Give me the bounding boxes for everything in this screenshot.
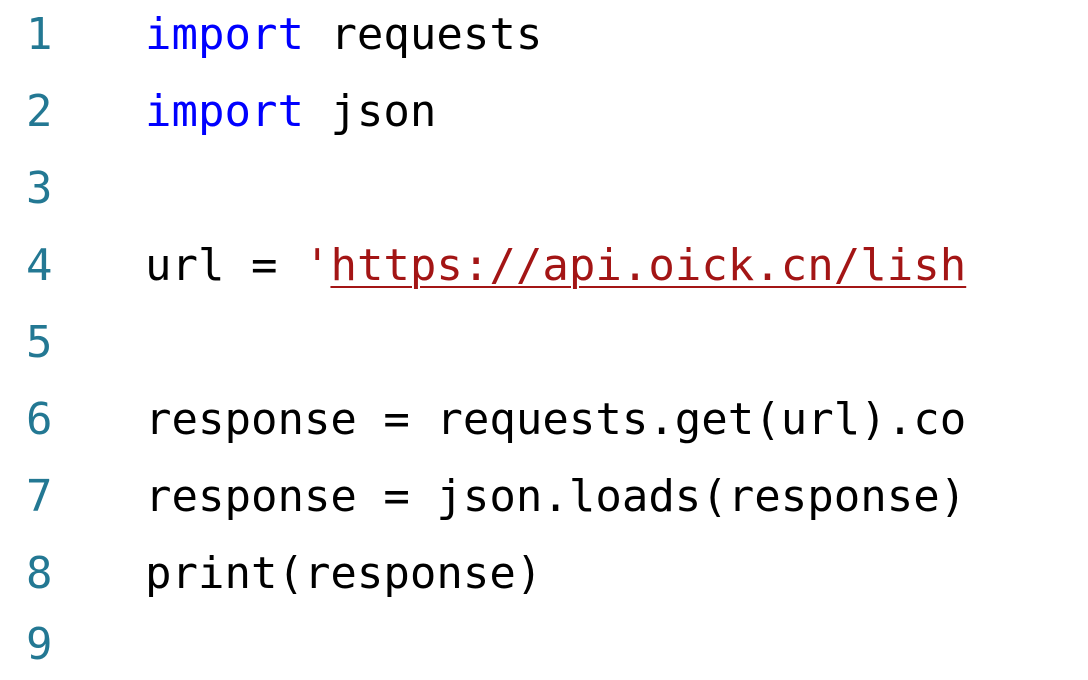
code-line[interactable]: 2 import json [0, 73, 436, 150]
code-line[interactable]: 6 response = requests.get(url).co [0, 381, 966, 458]
code-text: response = json.loads(response) [145, 471, 967, 522]
line-content[interactable]: import requests [145, 0, 542, 73]
code-text: print(response) [145, 548, 543, 599]
keyword-token: import [145, 86, 304, 137]
code-line[interactable]: 3 [0, 150, 106, 227]
url-link[interactable]: https://api.oick.cn/lish [330, 240, 967, 291]
code-text: response = requests.get(url).co [145, 394, 967, 445]
code-line[interactable]: 5 [0, 304, 106, 381]
code-line[interactable]: 8 print(response) [0, 535, 542, 612]
code-line[interactable]: 7 response = json.loads(response) [0, 458, 966, 535]
line-content[interactable]: response = json.loads(response) [145, 458, 966, 535]
line-number: 2 [26, 86, 53, 137]
line-number: 8 [26, 548, 53, 599]
code-line[interactable]: 4 url = 'https://api.oick.cn/lish [0, 227, 966, 304]
line-number: 1 [26, 9, 53, 60]
line-number: 4 [26, 240, 53, 291]
line-number: 7 [26, 471, 53, 522]
code-text: requests [303, 9, 543, 60]
string-quote: ' [303, 240, 331, 291]
line-content[interactable]: url = 'https://api.oick.cn/lish [145, 227, 966, 304]
line-number: 6 [26, 394, 53, 445]
code-text: url = [145, 240, 304, 291]
code-text: json [303, 86, 437, 137]
code-line[interactable]: 1 import requests [0, 0, 542, 73]
line-content[interactable]: print(response) [145, 535, 542, 612]
line-content[interactable]: response = requests.get(url).co [145, 381, 966, 458]
line-content[interactable]: import json [145, 73, 436, 150]
line-number: 3 [26, 163, 53, 214]
keyword-token: import [145, 9, 304, 60]
code-line[interactable]: 9 [0, 606, 106, 680]
line-number: 9 [26, 619, 53, 670]
line-number: 5 [26, 317, 53, 368]
